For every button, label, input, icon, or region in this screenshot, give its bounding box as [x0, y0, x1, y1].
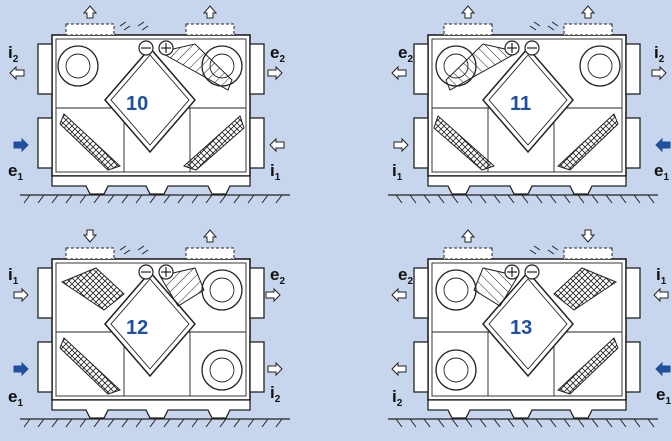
unit-12-label-bottom-left: e1 — [8, 387, 23, 409]
unit-12: 12 i1 e2 e1 i2 — [8, 229, 290, 428]
unit-10: 10 i2 e2 e1 i1 — [8, 5, 290, 204]
unit-11-number: 11 — [510, 93, 531, 115]
unit-12-arrow-top-left — [13, 287, 29, 303]
unit-12-number: 12 — [126, 317, 148, 339]
unit-11: 11 e2 i2 i1 e1 — [388, 5, 671, 204]
unit-13-number: 13 — [510, 317, 532, 339]
unit-12-arrow-bottom-left — [13, 361, 29, 377]
unit-10-label-bottom-right: i1 — [270, 161, 281, 183]
unit-13-inflow-arrow — [580, 229, 596, 243]
unit-12-arrow-bottom-right — [267, 361, 283, 377]
unit-12-label-top-left: i1 — [8, 265, 19, 287]
unit-11-label-bottom-left: i1 — [392, 161, 403, 183]
unit-10-outflow-arrow-2 — [202, 5, 218, 19]
unit-13: 13 e2 i1 i2 e1 — [388, 229, 671, 428]
unit-12-label-bottom-right: i2 — [270, 383, 281, 405]
unit-12-outflow-arrow — [202, 229, 218, 243]
unit-11-label-top-right: i2 — [654, 43, 665, 65]
unit-10-number: 10 — [126, 93, 148, 115]
unit-10-label-bottom-left: e1 — [8, 161, 23, 183]
unit-12-drawing — [20, 245, 290, 428]
unit-11-arrow-top-left — [391, 65, 407, 81]
unit-11-arrow-top-right — [651, 65, 667, 81]
unit-13-label-bottom-right: e1 — [656, 385, 671, 407]
unit-13-label-bottom-left: i2 — [392, 387, 403, 409]
unit-10-arrow-top-left — [9, 65, 25, 81]
unit-10-arrow-bottom-left — [13, 137, 29, 153]
unit-10-label-top-left: i2 — [8, 43, 19, 65]
unit-13-arrow-bottom-left — [391, 361, 407, 377]
unit-10-arrow-bottom-right — [269, 137, 285, 153]
unit-13-arrow-top-right — [653, 287, 669, 303]
unit-13-label-top-left: e2 — [398, 265, 413, 287]
unit-10-outflow-arrow-1 — [82, 5, 98, 19]
unit-13-arrow-bottom-right — [655, 361, 671, 377]
unit-10-arrow-top-right — [267, 65, 283, 81]
unit-10-label-top-right: e2 — [270, 43, 285, 65]
unit-11-drawing — [388, 21, 658, 204]
unit-12-label-top-right: e2 — [270, 265, 285, 287]
unit-13-arrow-top-left — [391, 287, 407, 303]
unit-11-arrow-bottom-right — [655, 137, 671, 153]
unit-11-label-bottom-right: e1 — [654, 161, 669, 183]
unit-13-drawing — [388, 245, 658, 428]
unit-13-label-top-right: i1 — [656, 265, 667, 287]
unit-13-outflow-arrow — [460, 229, 476, 243]
unit-11-outflow-arrow-2 — [580, 5, 596, 19]
unit-11-outflow-arrow-1 — [460, 5, 476, 19]
unit-12-inflow-arrow — [82, 229, 98, 243]
unit-10-drawing — [20, 21, 290, 204]
unit-11-arrow-bottom-left — [393, 137, 409, 153]
unit-12-arrow-top-right — [265, 287, 281, 303]
unit-11-label-top-left: e2 — [398, 43, 413, 65]
